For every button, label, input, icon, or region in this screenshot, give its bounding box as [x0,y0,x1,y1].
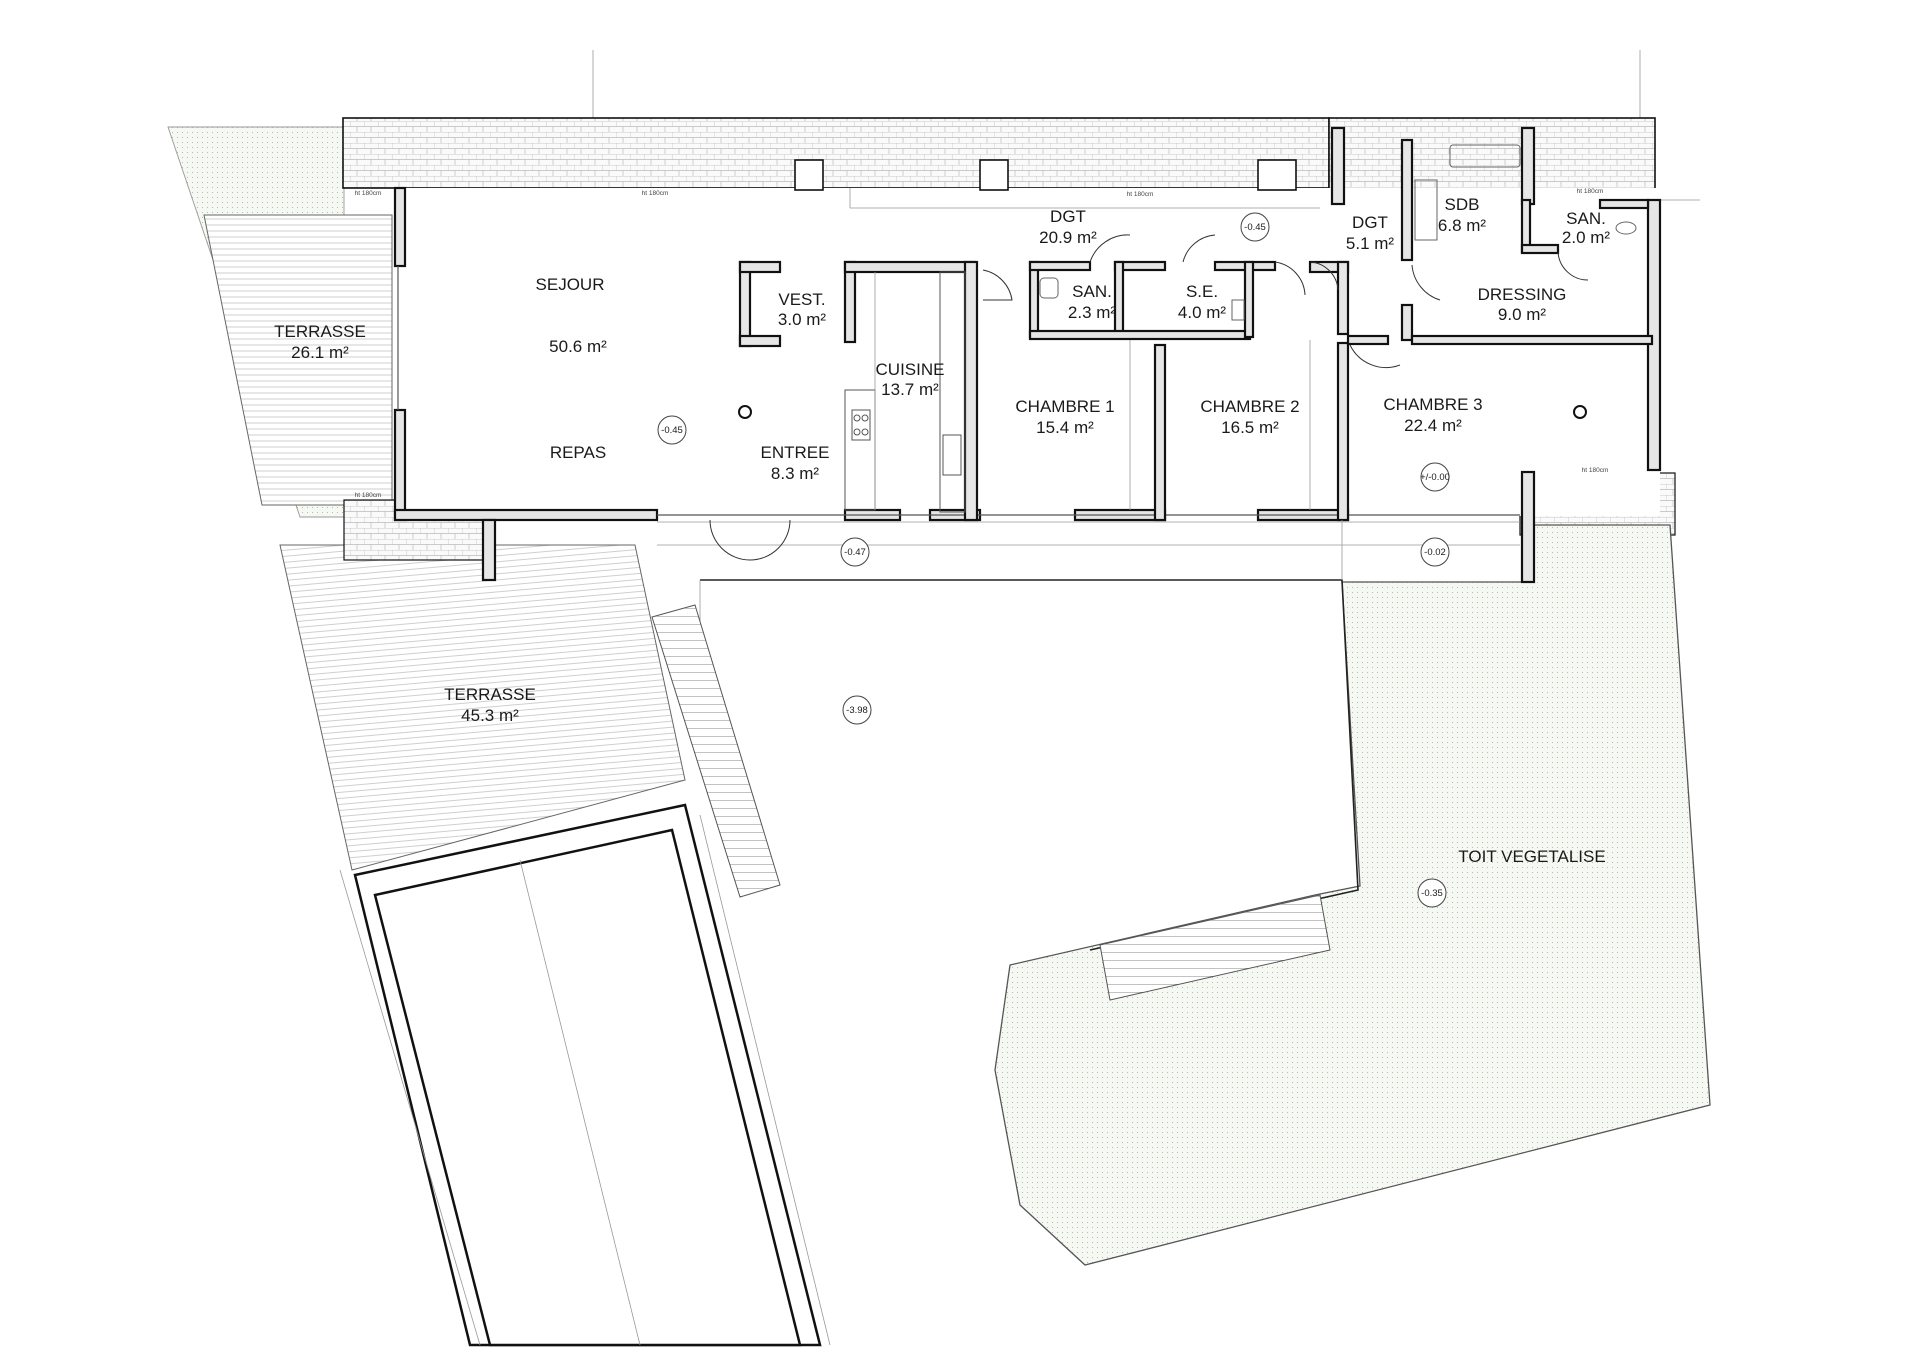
room-area-se: 4.0 m² [1178,303,1227,322]
room-area-san-2: 2.0 m² [1562,228,1611,247]
room-name-chambre-3: CHAMBRE 3 [1383,395,1482,414]
svg-text:ht 180cm: ht 180cm [1582,467,1609,474]
level-east-terrace: -0.02 [1424,547,1446,558]
room-name-repas: REPAS [550,443,606,462]
green-roof [994,524,1711,1266]
sanitary-fixtures [849,144,1637,510]
site-lines [592,50,1700,201]
room-name-sejour: SEJOUR [536,275,605,294]
doors [709,234,1589,580]
level-markers: -0.45 -0.45 -0.47 -0.02 +/-0.00 -3.98 -0… [657,212,1450,908]
room-area-vest: 3.0 m² [778,310,827,329]
room-name-dgt-1: DGT [1050,207,1086,226]
tile-strip-north [342,117,1330,189]
room-name-terrasse-2: TERRASSE [444,685,536,704]
height-notes: ht 180cm ht 180cm ht 180cm ht 180cm ht 1… [355,188,1609,499]
room-name-dgt-2: DGT [1352,213,1388,232]
room-labels: SEJOUR 50.6 m² REPAS TERRASSE 26.1 m² TE… [274,195,1610,866]
svg-text:ht 180cm: ht 180cm [355,190,382,197]
interior-walls [738,138,1654,522]
level-entrance: -0.47 [844,547,866,558]
level-courtyard: -3.98 [846,705,868,716]
house-floor [395,188,1660,516]
svg-text:ht 180cm: ht 180cm [1577,188,1604,195]
room-name-dressing: DRESSING [1478,285,1567,304]
room-name-san-1: SAN. [1072,282,1112,301]
room-area-dgt-2: 5.1 m² [1346,234,1395,253]
room-name-entree: ENTREE [761,443,830,462]
room-area-sejour: 50.6 m² [549,337,607,356]
room-area-dressing: 9.0 m² [1498,305,1547,324]
level-green-roof: -0.35 [1421,888,1443,899]
level-chambre3: +/-0.00 [1420,472,1450,483]
lower-building [339,803,831,1347]
room-area-chambre-2: 16.5 m² [1221,418,1279,437]
room-area-dgt-1: 20.9 m² [1039,228,1097,247]
stair-east [1099,894,1331,1001]
room-area-terrasse-1: 26.1 m² [291,343,349,362]
light-fixture [738,405,752,419]
room-name-toit-vegetalise: TOIT VEGETALISE [1458,847,1605,866]
level-dgt: -0.45 [1244,222,1266,233]
terrace-2-deck [279,544,686,871]
light-fixture [1573,405,1587,419]
svg-text:ht 180cm: ht 180cm [355,492,382,499]
room-area-sdb: 6.8 m² [1438,216,1487,235]
room-area-chambre-1: 15.4 m² [1036,418,1094,437]
room-name-chambre-2: CHAMBRE 2 [1200,397,1299,416]
room-name-san-2: SAN. [1566,209,1606,228]
room-area-cuisine: 13.7 m² [881,380,939,399]
room-name-se: S.E. [1186,282,1218,301]
room-area-terrasse-2: 45.3 m² [461,706,519,725]
room-area-entree: 8.3 m² [771,464,820,483]
stair-west [651,604,781,898]
room-name-terrasse-1: TERRASSE [274,322,366,341]
kitchen-fixtures [844,271,966,513]
room-name-vest: VEST. [778,290,825,309]
room-name-sdb: SDB [1445,195,1480,214]
svg-text:ht 180cm: ht 180cm [642,190,669,197]
room-name-chambre-1: CHAMBRE 1 [1015,397,1114,416]
room-area-chambre-3: 22.4 m² [1404,416,1462,435]
room-area-san-1: 2.3 m² [1068,303,1117,322]
courtyard-outline [700,579,1359,951]
svg-text:ht 180cm: ht 180cm [1127,191,1154,198]
level-sejour: -0.45 [661,425,683,436]
room-name-cuisine: CUISINE [876,360,945,379]
